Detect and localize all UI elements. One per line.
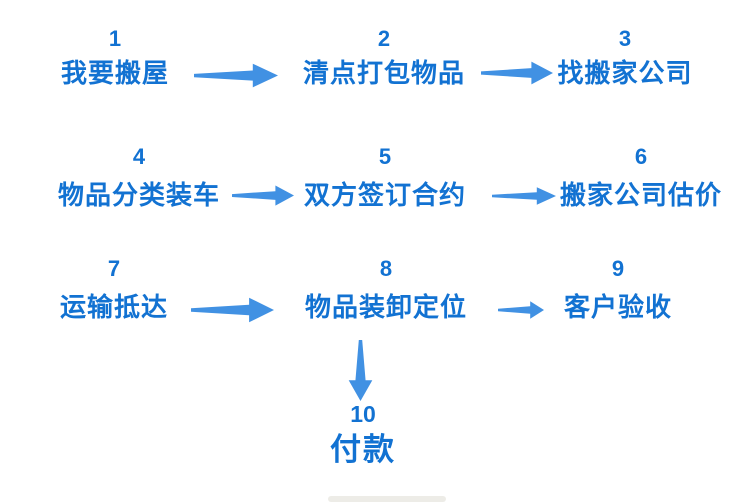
arrow-right-icon [232,184,294,207]
arrow-right-icon [194,62,278,89]
arrow-right-icon [191,296,274,324]
step-7: 7 运输抵达 [0,254,264,324]
step-8: 8 物品装卸定位 [236,254,536,324]
step-label: 搬家公司估价 [559,180,722,210]
step-label: 付款 [330,432,396,467]
arrow-right-icon [481,60,553,86]
step-label: 我要搬屋 [60,58,169,88]
step-number: 10 [350,401,376,427]
step-label: 物品分类装车 [57,180,220,210]
arrow-right-icon [492,186,556,206]
step-number: 7 [107,256,121,281]
arrow-down-icon [347,340,374,401]
step-4: 4 物品分类装车 [0,142,289,212]
step-6: 6 搬家公司估价 [491,142,750,212]
step-label: 客户验收 [563,292,672,322]
step-label: 清点打包物品 [302,58,465,88]
step-label: 找搬家公司 [557,58,693,88]
cutoff-content-artifact [328,496,446,502]
step-10: 10 付款 [213,399,513,467]
step-number: 6 [634,144,648,169]
arrow-right-icon [498,300,544,320]
step-number: 4 [132,144,146,169]
step-label: 双方签订合约 [303,180,466,210]
step-3: 3 找搬家公司 [475,24,750,90]
step-5: 5 双方签订合约 [235,142,535,212]
step-9: 9 客户验收 [468,254,750,324]
step-label: 运输抵达 [59,292,168,322]
step-number: 8 [379,256,393,281]
step-2: 2 清点打包物品 [234,24,534,90]
step-number: 3 [618,26,632,51]
step-label: 物品装卸定位 [304,292,467,322]
step-number: 9 [611,256,625,281]
step-number: 5 [378,144,392,169]
step-1: 1 我要搬屋 [0,24,265,90]
step-number: 2 [377,26,391,51]
step-number: 1 [108,26,122,51]
